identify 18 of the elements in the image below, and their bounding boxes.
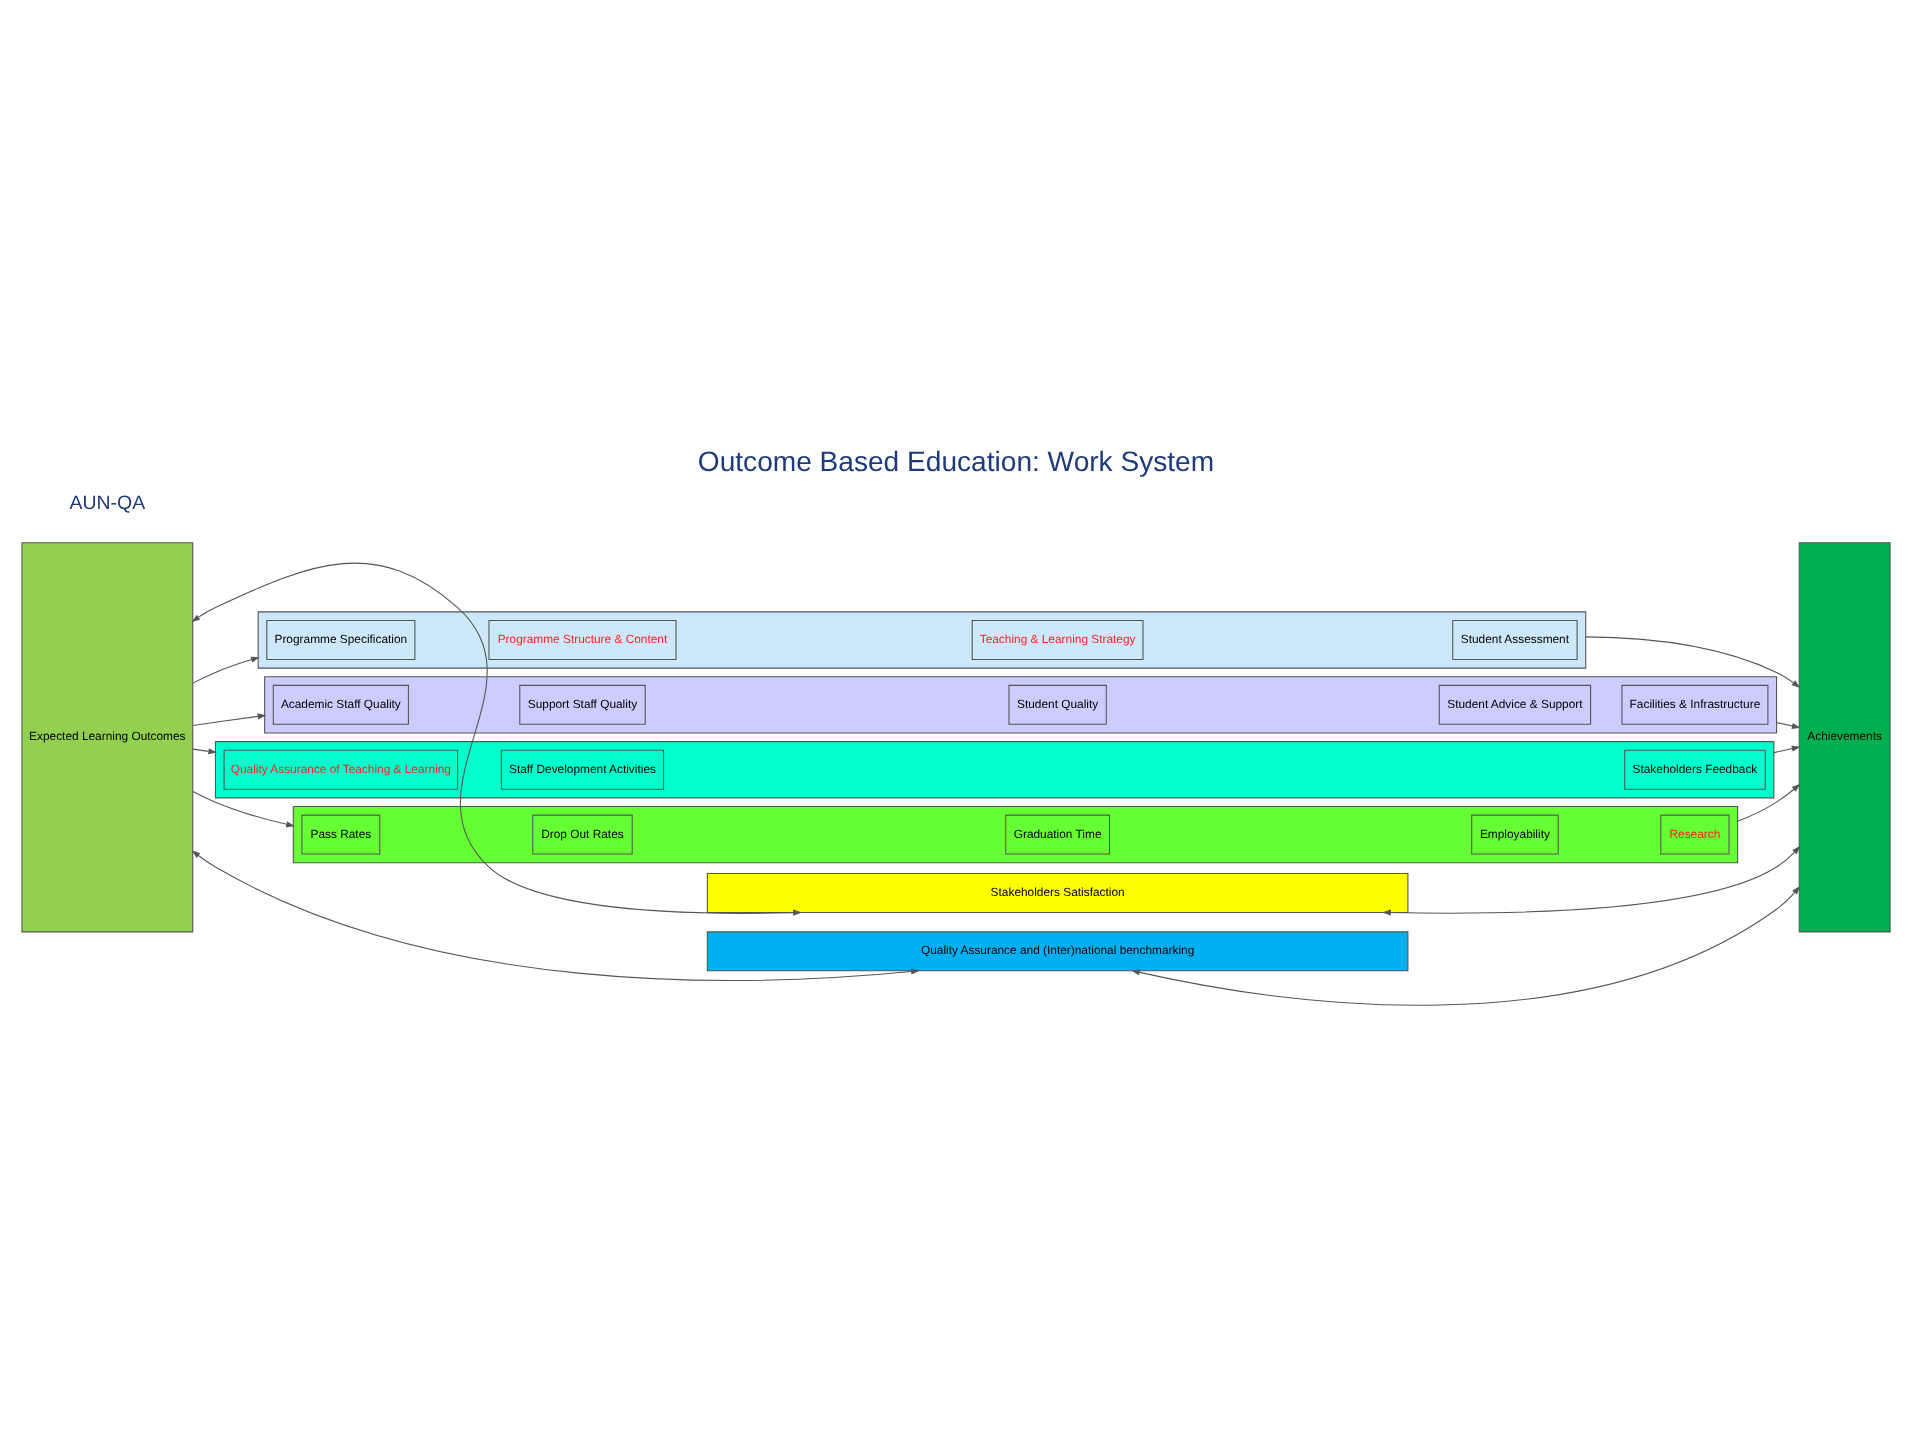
- arrow: [1131, 885, 1801, 1006]
- arrow: [192, 656, 260, 684]
- arrow: [1776, 722, 1801, 729]
- cluster: [214, 741, 1775, 799]
- arrow: [1382, 845, 1801, 916]
- cluster: [292, 805, 1739, 864]
- cluster: [257, 611, 1587, 669]
- arrow: [192, 748, 218, 755]
- label: AUN-QA: [69, 492, 146, 515]
- arrow: [192, 713, 267, 726]
- arrow: [191, 850, 920, 981]
- arrow: [1773, 745, 1801, 754]
- diagram-title: Outcome Based Education: Work System: [697, 445, 1215, 478]
- arrow: [1737, 783, 1801, 822]
- arrow: [1585, 636, 1801, 688]
- arrow: [191, 562, 802, 916]
- arrow: [192, 790, 295, 828]
- cluster: [264, 676, 1778, 734]
